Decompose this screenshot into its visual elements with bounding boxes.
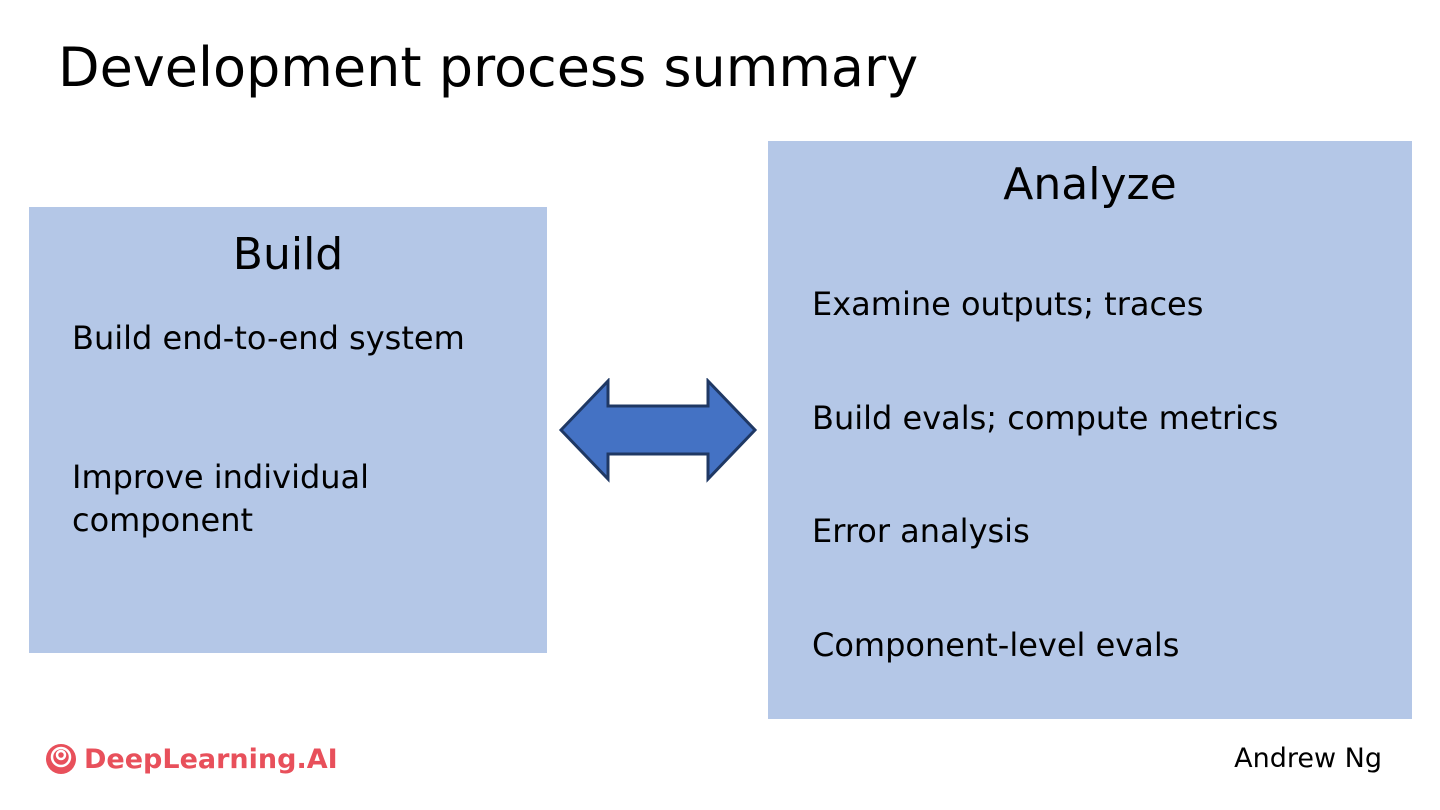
author-name: Andrew Ng bbox=[1234, 743, 1382, 774]
analyze-heading: Analyze bbox=[1003, 159, 1177, 210]
build-heading: Build bbox=[232, 229, 344, 280]
analyze-item-examine-outputs: Examine outputs; traces bbox=[812, 285, 1204, 323]
deeplearning-logo: DeepLearning.AI bbox=[44, 742, 338, 776]
slide-title: Development process summary bbox=[58, 36, 919, 99]
logo-text: DeepLearning.AI bbox=[84, 743, 338, 775]
analyze-box: Analyze Examine outputs; traces Build ev… bbox=[768, 141, 1412, 719]
build-box: Build Build end-to-end system Improve in… bbox=[29, 207, 547, 653]
analyze-item-component-evals: Component-level evals bbox=[812, 626, 1180, 664]
deeplearning-logo-icon bbox=[46, 744, 76, 774]
analyze-item-build-evals: Build evals; compute metrics bbox=[812, 399, 1279, 437]
double-headed-arrow-icon bbox=[558, 378, 758, 483]
build-item-improve-component: Improve individual component bbox=[72, 458, 370, 539]
analyze-item-error-analysis: Error analysis bbox=[812, 512, 1030, 550]
build-item-end-to-end: Build end-to-end system bbox=[72, 319, 465, 357]
